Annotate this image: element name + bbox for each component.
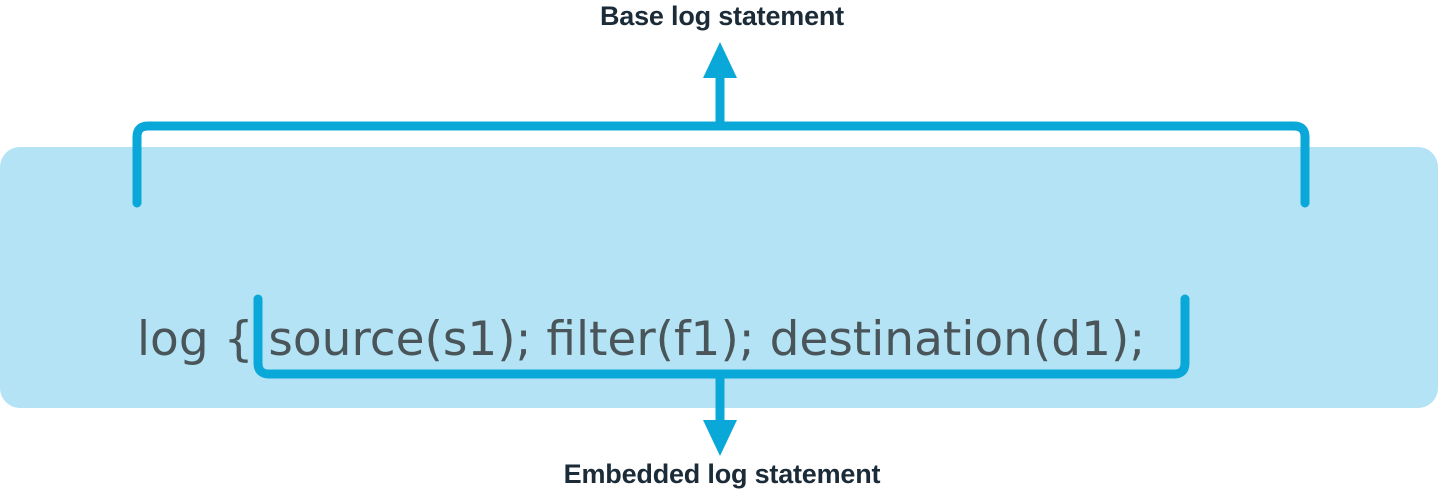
code-line-1: log { source(s1); filter(f1); destinatio… [137,312,1146,367]
base-log-arrow-head [703,42,737,78]
base-log-statement-label: Base log statement [600,1,844,31]
embedded-log-statement-label: Embedded log statement [563,459,881,489]
code-block: log { source(s1); filter(f1); destinatio… [137,172,1145,497]
